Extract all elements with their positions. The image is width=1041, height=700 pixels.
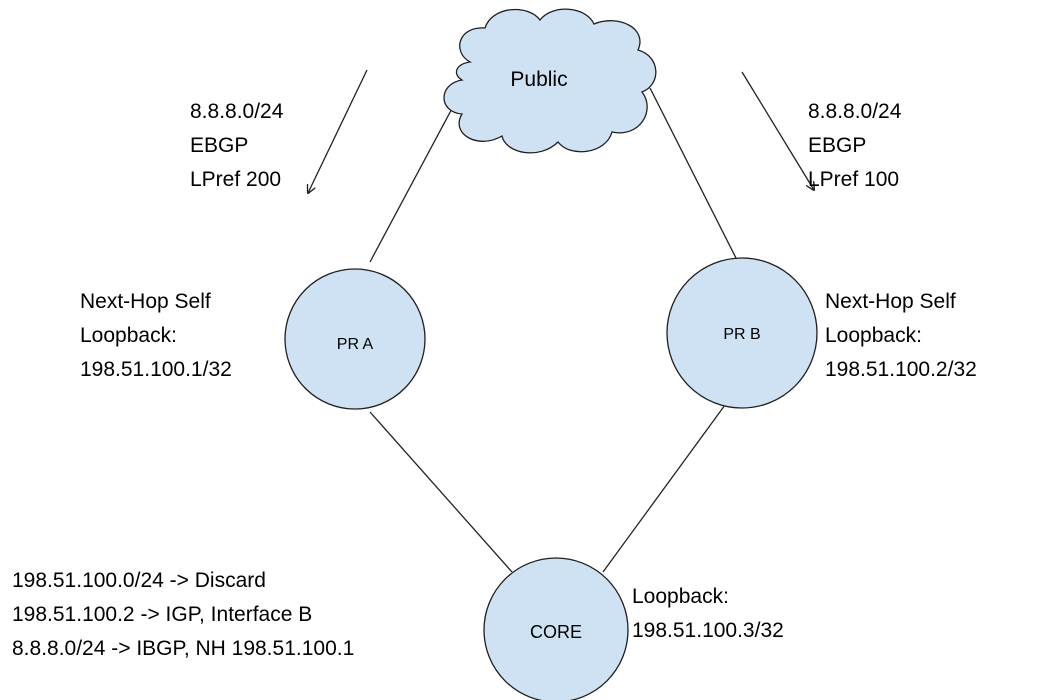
pr-a-loopback-address: 198.51.100.1/32 <box>80 358 232 381</box>
core-label: CORE <box>530 622 582 642</box>
pr-a-nexthop: Next-Hop Self <box>80 290 211 313</box>
core-route-discard: 198.51.100.0/24 -> Discard <box>12 569 266 592</box>
route-arrow-left <box>308 69 368 193</box>
public-cloud: Public <box>443 8 657 154</box>
link-public-pra <box>369 87 464 263</box>
pr-a-loopback-label: Loopback: <box>80 324 177 347</box>
right-route-protocol: EBGP <box>808 134 867 157</box>
pr-b-label: PR B <box>723 326 760 343</box>
router-core: CORE <box>483 557 629 700</box>
pr-b-info: Next-Hop Self Loopback: 198.51.100.2/32 <box>825 285 977 387</box>
link-public-prb <box>649 87 739 263</box>
public-label: Public <box>510 68 567 91</box>
core-route-ibgp: 8.8.8.0/24 -> IBGP, NH 198.51.100.1 <box>12 637 355 660</box>
pr-b-loopback-address: 198.51.100.2/32 <box>825 358 977 381</box>
left-route-localpref: LPref 200 <box>190 168 282 191</box>
router-pr-b: PR B <box>666 257 818 409</box>
core-loopback-address: 198.51.100.3/32 <box>632 619 784 642</box>
pr-b-nexthop: Next-Hop Self <box>825 290 956 313</box>
core-routing-table: 198.51.100.0/24 -> Discard 198.51.100.2 … <box>12 564 354 666</box>
core-info: Loopback: 198.51.100.3/32 <box>632 580 784 648</box>
router-pr-a: PR A <box>284 268 426 410</box>
right-route-localpref: LPref 100 <box>808 168 900 191</box>
link-pra-core <box>369 411 513 573</box>
pr-a-label: PR A <box>337 336 374 353</box>
link-prb-core <box>602 404 726 573</box>
left-route-protocol: EBGP <box>190 134 249 157</box>
left-route-annotation: 8.8.8.0/24 EBGP LPref 200 <box>190 95 283 197</box>
core-loopback-label: Loopback: <box>632 585 729 608</box>
route-arrow-right <box>741 71 814 190</box>
left-route-prefix: 8.8.8.0/24 <box>190 100 284 123</box>
core-route-igp: 198.51.100.2 -> IGP, Interface B <box>12 603 313 626</box>
pr-b-loopback-label: Loopback: <box>825 324 922 347</box>
right-route-annotation: 8.8.8.0/24 EBGP LPref 100 <box>808 95 901 197</box>
pr-a-info: Next-Hop Self Loopback: 198.51.100.1/32 <box>80 285 232 387</box>
right-route-prefix: 8.8.8.0/24 <box>808 100 902 123</box>
